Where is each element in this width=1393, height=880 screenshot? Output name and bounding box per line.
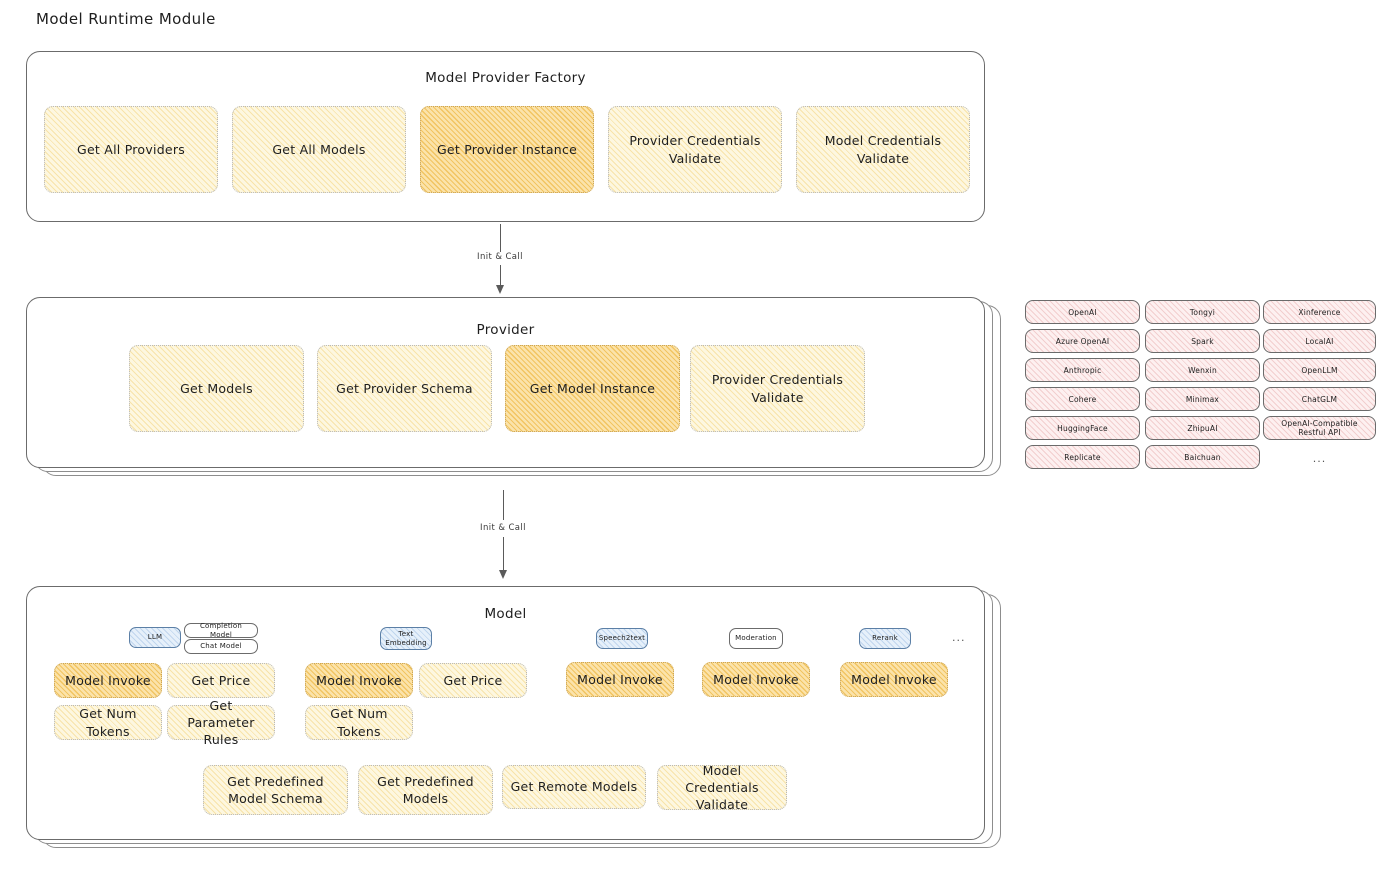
model-shared-get-predefined-models[interactable]: Get Predefined Models xyxy=(358,765,493,815)
llm-method-get-price[interactable]: Get Price xyxy=(167,663,275,698)
provider-pill-openllm[interactable]: OpenLLM xyxy=(1263,358,1376,382)
provider-pill-openai-compatible-restful-api[interactable]: OpenAI-Compatible Restful API xyxy=(1263,416,1376,440)
provider-list-more: ... xyxy=(1312,452,1327,465)
text-embedding-method-get-price[interactable]: Get Price xyxy=(419,663,527,698)
model-shared-model-credentials-validate[interactable]: Model Credentials Validate xyxy=(657,763,787,812)
model-type-rerank[interactable]: Rerank xyxy=(859,628,911,649)
arrow-2-label: Init & Call xyxy=(480,523,526,533)
arrow-1-label: Init & Call xyxy=(477,252,523,262)
factory-card-get-provider-instance[interactable]: Get Provider Instance xyxy=(420,106,594,193)
arrow-2-head xyxy=(499,570,507,579)
provider-pill-minimax[interactable]: Minimax xyxy=(1145,387,1260,411)
model-type-llm[interactable]: LLM xyxy=(129,627,181,648)
speech2text-method-model-invoke[interactable]: Model Invoke xyxy=(566,662,674,697)
model-subtype-completion-model[interactable]: Completion Model xyxy=(184,622,258,639)
llm-method-get-num-tokens[interactable]: Get Num Tokens xyxy=(54,705,162,740)
text-embedding-method-get-num-tokens[interactable]: Get Num Tokens xyxy=(305,705,413,740)
llm-method-get-parameter-rules[interactable]: Get Parameter Rules xyxy=(167,698,275,747)
arrow-2-line-bottom xyxy=(503,537,505,572)
provider-card-get-models[interactable]: Get Models xyxy=(129,345,304,432)
model-subtype-chat-model[interactable]: Chat Model xyxy=(184,639,258,654)
page-title: Model Runtime Module xyxy=(36,10,216,28)
provider-pill-replicate[interactable]: Replicate xyxy=(1025,445,1140,469)
provider-pill-huggingface[interactable]: HuggingFace xyxy=(1025,416,1140,440)
arrow-1-head xyxy=(496,285,504,294)
provider-title: Provider xyxy=(476,322,535,338)
provider-pill-openai[interactable]: OpenAI xyxy=(1025,300,1140,324)
arrow-2-line-top xyxy=(503,490,505,520)
provider-pill-azure-openai[interactable]: Azure OpenAI xyxy=(1025,329,1140,353)
provider-pill-xinference[interactable]: Xinference xyxy=(1263,300,1376,324)
arrow-1-line-bottom xyxy=(500,265,502,288)
llm-method-model-invoke[interactable]: Model Invoke xyxy=(54,663,162,698)
provider-card-get-provider-schema[interactable]: Get Provider Schema xyxy=(317,345,492,432)
rerank-method-model-invoke[interactable]: Model Invoke xyxy=(840,662,948,697)
model-types-more: ... xyxy=(952,631,966,644)
model-type-speech2text[interactable]: Speech2text xyxy=(596,628,648,649)
provider-pill-anthropic[interactable]: Anthropic xyxy=(1025,358,1140,382)
model-provider-factory-title: Model Provider Factory xyxy=(425,70,586,86)
provider-pill-spark[interactable]: Spark xyxy=(1145,329,1260,353)
provider-pill-wenxin[interactable]: Wenxin xyxy=(1145,358,1260,382)
provider-pill-chatglm[interactable]: ChatGLM xyxy=(1263,387,1376,411)
model-shared-get-predefined-model-schema[interactable]: Get Predefined Model Schema xyxy=(203,765,348,815)
provider-pill-baichuan[interactable]: Baichuan xyxy=(1145,445,1260,469)
provider-card-provider-credentials-validate[interactable]: Provider Credentials Validate xyxy=(690,345,865,432)
provider-pill-cohere[interactable]: Cohere xyxy=(1025,387,1140,411)
factory-card-get-all-providers[interactable]: Get All Providers xyxy=(44,106,218,193)
model-title: Model xyxy=(484,606,527,622)
arrow-1-line-top xyxy=(500,224,502,252)
provider-pill-localai[interactable]: LocalAI xyxy=(1263,329,1376,353)
moderation-method-model-invoke[interactable]: Model Invoke xyxy=(702,662,810,697)
factory-card-model-credentials-validate[interactable]: Model Credentials Validate xyxy=(796,106,970,193)
provider-pill-zhipuai[interactable]: ZhipuAI xyxy=(1145,416,1260,440)
model-type-text-embedding[interactable]: Text Embedding xyxy=(380,627,432,650)
provider-pill-tongyi[interactable]: Tongyi xyxy=(1145,300,1260,324)
model-shared-get-remote-models[interactable]: Get Remote Models xyxy=(502,765,646,809)
factory-card-provider-credentials-validate[interactable]: Provider Credentials Validate xyxy=(608,106,782,193)
provider-card-get-model-instance[interactable]: Get Model Instance xyxy=(505,345,680,432)
text-embedding-method-model-invoke[interactable]: Model Invoke xyxy=(305,663,413,698)
factory-card-get-all-models[interactable]: Get All Models xyxy=(232,106,406,193)
model-type-moderation[interactable]: Moderation xyxy=(729,628,783,649)
